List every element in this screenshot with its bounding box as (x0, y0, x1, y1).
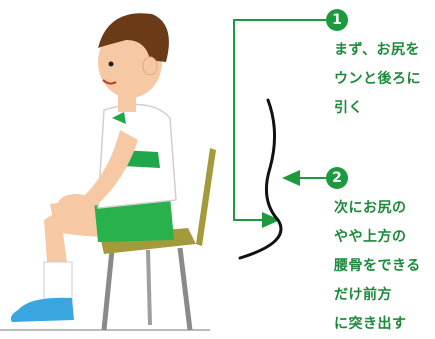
boy-shoe (10, 297, 74, 322)
boy-mouth (102, 79, 117, 85)
step2-badge: 2 (326, 167, 348, 189)
boy-figure (10, 13, 177, 322)
boy-shorts (94, 196, 174, 242)
boy-eye (108, 61, 114, 67)
boy-sock (43, 261, 73, 303)
step1-badge: 1 (326, 9, 348, 31)
step1-guide-line (233, 19, 326, 221)
step1-text: まず、お尻を ウンと後ろに 引く (334, 42, 421, 116)
spine-curve (238, 98, 283, 260)
chair-back-leg (177, 247, 193, 331)
chair-front-leg (101, 249, 115, 331)
step2-text: 次にお尻の やや上方の 腰骨をできる だけ前方 に突き出す (334, 200, 421, 332)
chair-middle-leg (146, 249, 152, 326)
arrow-left-icon (282, 170, 300, 186)
chair-backrest (196, 148, 216, 246)
boy-ear (142, 56, 158, 76)
boy-arm (84, 130, 138, 206)
arrow-right-icon (262, 212, 280, 228)
boy-hand (58, 194, 94, 214)
shirt-collar (112, 112, 126, 124)
boy-hair (98, 13, 169, 62)
